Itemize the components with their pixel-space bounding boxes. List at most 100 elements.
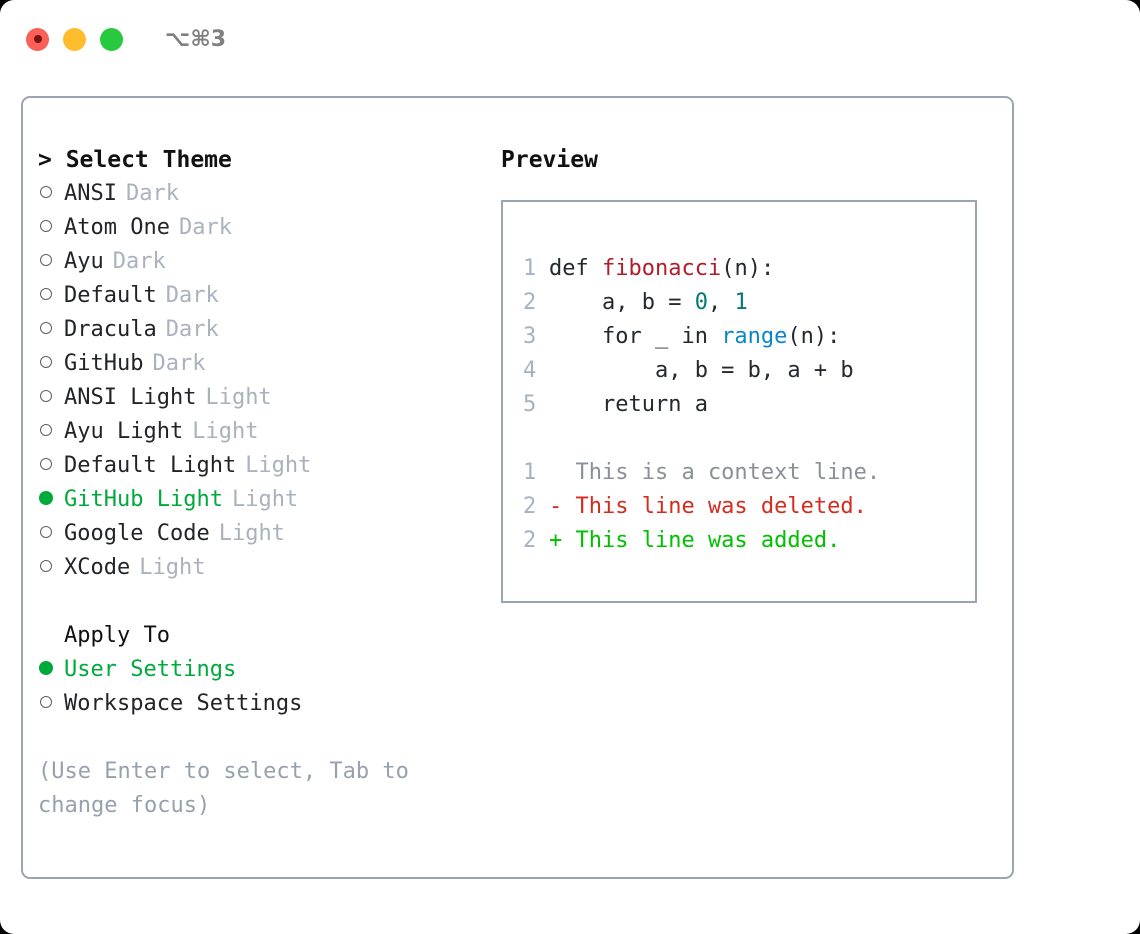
theme-option-label: ANSI [64,181,117,206]
apply-to-option-label: Workspace Settings [64,691,303,716]
radio-glyph [40,458,52,470]
line-number: 4 [523,358,537,383]
code-diff-gap [523,422,975,456]
radio-glyph [40,322,52,334]
code-token-plain: (n): [787,324,841,349]
code-token-number: 1 [734,290,748,315]
line-number: 2 [523,290,537,315]
radio-glyph [39,661,53,675]
theme-option-ayu-light[interactable]: Ayu Light Light [38,415,488,449]
code-line: 5 return a [523,388,975,422]
code-token-plain: def [549,256,602,281]
list-spacer [38,585,488,619]
theme-option-default[interactable]: Default Dark [38,279,488,313]
theme-option-default-light[interactable]: Default Light Light [38,449,488,483]
diff-line-text: - This line was deleted. [549,494,867,519]
zoom-button-icon[interactable] [100,27,123,51]
theme-option-tag: Light [231,487,299,512]
theme-option-tag: Dark [165,317,219,342]
theme-option-label: Dracula [64,317,157,342]
theme-option-label: GitHub Light [64,487,223,512]
code-token-plain: (n): [721,256,775,281]
preview-heading: Preview [501,147,598,173]
theme-option-label: Default [64,283,157,308]
radio-glyph [40,220,52,232]
diff-sample: 1 This is a context line. 2 - This line wa… [523,456,975,558]
diff-line-addition: 2 + This line was added. [523,524,975,558]
radio-glyph [40,560,52,572]
theme-option-label: Default Light [64,453,237,478]
theme-option-ansi[interactable]: ANSI Dark [38,177,488,211]
keyboard-hint: (Use Enter to select, Tab to change focu… [38,759,409,818]
theme-option-label: Ayu [64,249,104,274]
code-token-plain: , [707,290,735,315]
theme-option-tag: Light [218,521,285,546]
apply-to-heading: Apply To [64,623,170,648]
diff-line-text: This is a context line. [549,460,881,485]
window-titlebar: ⌥⌘3 [0,0,1140,78]
code-token-plain: return a [549,392,708,417]
code-token-plain: a, b = b, a + b [549,358,854,383]
code-line: 2 a, b = 0, 1 [523,286,975,320]
code-line: 3 for _ in range(n): [523,320,975,354]
theme-option-tag: Light [245,453,312,478]
diff-line-text: + This line was added. [549,528,841,553]
theme-option-tag: Light [192,419,259,444]
theme-option-label: Ayu Light [64,419,184,444]
diff-line-deletion: 2 - This line was deleted. [523,490,975,524]
code-token-call: range [721,324,788,349]
theme-option-label: Google Code [64,521,210,546]
line-number: 1 [523,460,537,485]
close-button-icon[interactable] [26,27,49,51]
code-token-plain: for _ in [549,324,722,349]
keyboard-shortcut-label: ⌥⌘3 [165,26,227,52]
select-theme-heading: > Select Theme [38,147,232,173]
code-token-number: 0 [694,290,708,315]
theme-option-tag: Dark [178,215,232,240]
radio-glyph [40,696,52,708]
theme-option-label: XCode [64,555,131,580]
radio-glyph [40,390,52,402]
theme-option-tag: Light [139,555,206,580]
radio-glyph [40,526,52,538]
radio-glyph [40,254,52,266]
theme-option-xcode[interactable]: XCode Light [38,551,488,585]
line-number: 5 [523,392,537,417]
line-number: 2 [523,494,537,519]
diff-line-context: 1 This is a context line. [523,456,975,490]
line-number: 3 [523,324,537,349]
apply-to-option-workspace-settings[interactable]: Workspace Settings [38,687,488,721]
code-token-function: fibonacci [601,256,722,281]
window-controls [26,27,123,51]
theme-option-google-code[interactable]: Google Code Light [38,517,488,551]
theme-option-tag: Light [205,385,272,410]
line-number: 2 [523,528,537,553]
minimize-button-icon[interactable] [63,27,86,51]
theme-option-github-light[interactable]: GitHub Light Light [38,483,488,517]
line-number: 1 [523,256,537,281]
theme-option-tag: Dark [125,181,179,206]
code-line: 1 def fibonacci(n): [523,252,975,286]
radio-glyph [40,186,52,198]
theme-option-dracula[interactable]: Dracula Dark [38,313,488,347]
code-line: 4 a, b = b, a + b [523,354,975,388]
radio-glyph [40,356,52,368]
code-token-plain: a, b = [549,290,695,315]
theme-option-ansi-light[interactable]: ANSI Light Light [38,381,488,415]
theme-option-tag: Dark [152,351,206,376]
theme-option-label: ANSI Light [64,385,197,410]
apply-to-option-user-settings[interactable]: User Settings [38,653,488,687]
apply-to-option-label: User Settings [64,657,237,682]
theme-option-tag: Dark [165,283,219,308]
